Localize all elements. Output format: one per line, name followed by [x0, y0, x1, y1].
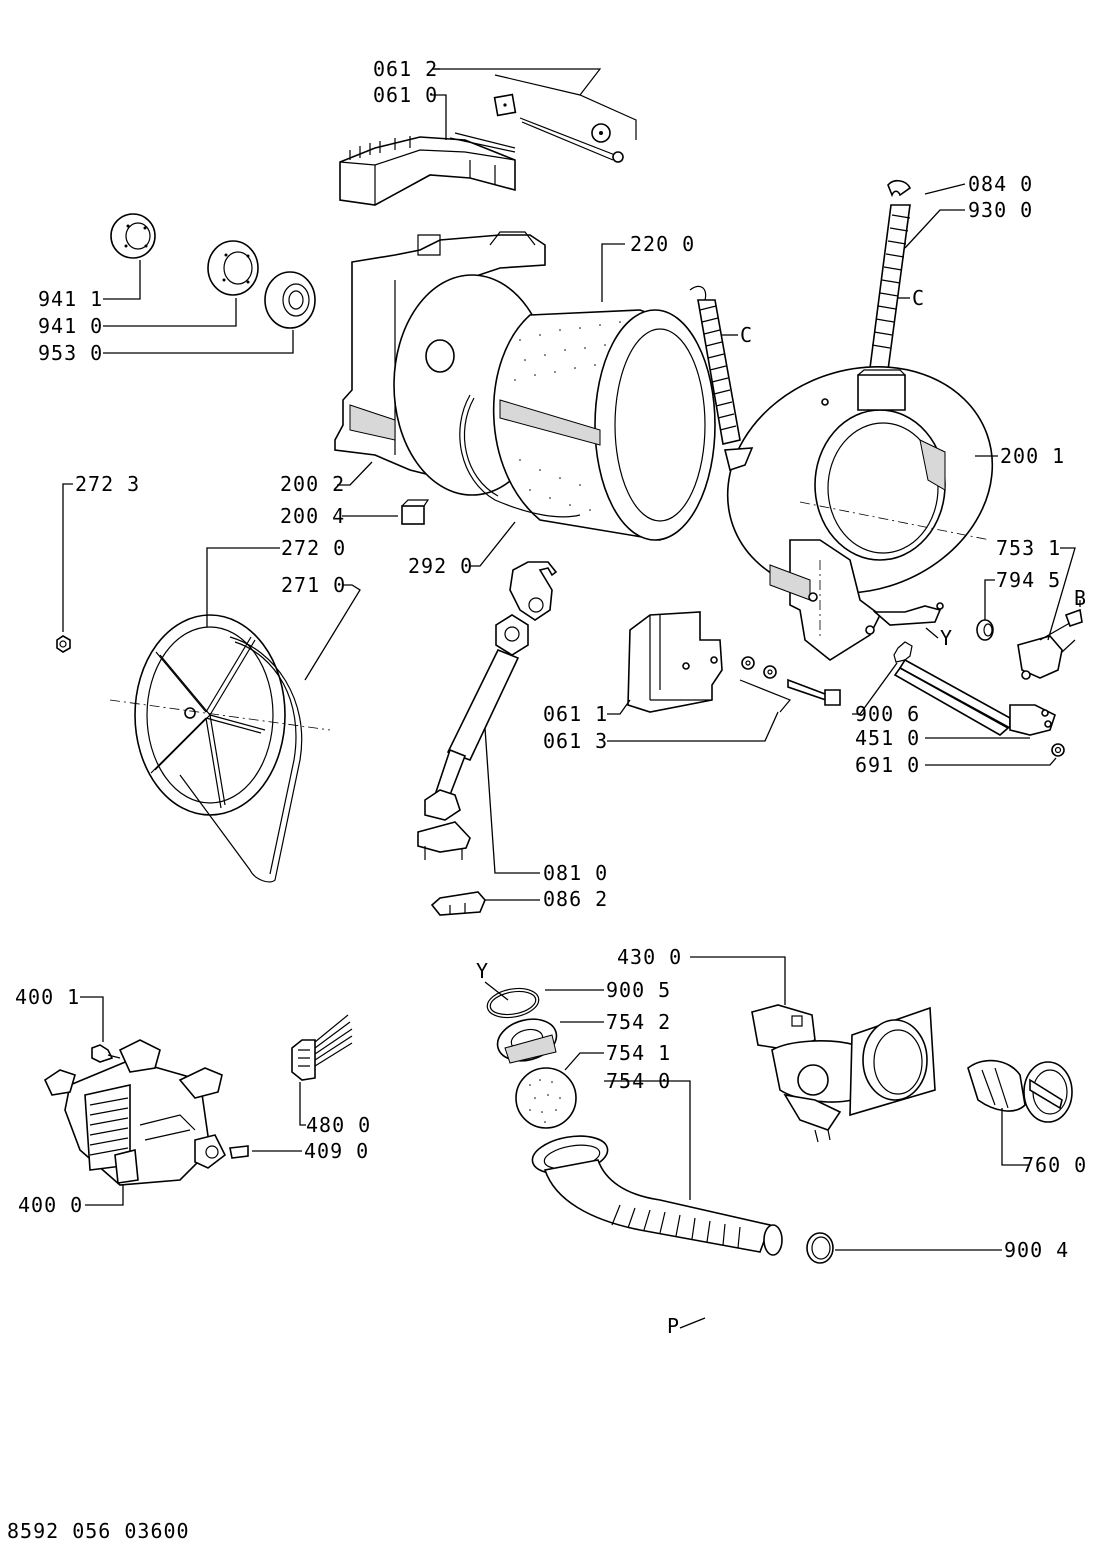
drum	[492, 309, 716, 541]
label-220-0: 220 0	[630, 232, 695, 256]
label-900-6: 900 6	[855, 702, 920, 726]
tub-clip	[342, 499, 430, 525]
label-451-0: 451 0	[855, 726, 920, 750]
label-061-3: 061 3	[543, 729, 608, 753]
label-200-1: 200 1	[1000, 444, 1065, 468]
label-272-0: 272 0	[281, 536, 346, 560]
sensor-794-5	[976, 579, 995, 641]
label-930-0: 930 0	[968, 198, 1033, 222]
pulley	[109, 614, 331, 816]
label-794-5: 794 5	[996, 568, 1061, 592]
filter-760-0	[967, 1059, 1073, 1166]
label-480-0: 480 0	[306, 1113, 371, 1137]
label-b: B	[1074, 586, 1087, 610]
spring-left	[689, 285, 741, 445]
label-900-5: 900 5	[606, 978, 671, 1002]
label-061-2: 061 2	[373, 57, 438, 81]
label-292-0: 292 0	[408, 554, 473, 578]
nut-691-0	[925, 743, 1065, 766]
label-953-0: 953 0	[38, 341, 103, 365]
front-tub	[723, 365, 994, 661]
label-941-0: 941 0	[38, 314, 103, 338]
label-754-1: 754 1	[606, 1041, 671, 1065]
band-clamp	[459, 394, 581, 518]
label-941-1: 941 1	[38, 287, 103, 311]
label-p: P	[667, 1314, 680, 1338]
label-081-0: 081 0	[543, 861, 608, 885]
bearing-group	[103, 213, 316, 354]
label-900-4: 900 4	[1004, 1238, 1069, 1262]
label-272-3: 272 3	[75, 472, 140, 496]
label-753-1: 753 1	[996, 536, 1061, 560]
label-400-0: 400 0	[18, 1193, 83, 1217]
spring-clip-900-6	[852, 641, 913, 715]
drain-pump-430-0	[690, 956, 936, 1143]
label-061-1: 061 1	[543, 702, 608, 726]
bellows-hose-754-0	[531, 1080, 783, 1256]
label-y-upper: Y	[940, 626, 953, 650]
spring-right	[869, 179, 912, 371]
label-200-2: 200 2	[280, 472, 345, 496]
label-754-0: 754 0	[606, 1069, 671, 1093]
label-200-4: 200 4	[280, 504, 345, 528]
wiring-connector	[291, 1014, 353, 1126]
counterweight-group	[339, 68, 637, 206]
pulley-nut	[56, 483, 73, 653]
label-400-1: 400 1	[15, 985, 80, 1009]
label-760-0: 760 0	[1022, 1153, 1087, 1177]
label-c-left: C	[740, 323, 753, 347]
label-084-0: 084 0	[968, 172, 1033, 196]
label-691-0: 691 0	[855, 753, 920, 777]
label-061-0: 061 0	[373, 83, 438, 107]
document-id: 8592 056 03600	[7, 1519, 190, 1543]
label-409-0: 409 0	[304, 1139, 369, 1163]
drive-belt	[179, 636, 303, 883]
hose-clamp-900-4	[806, 1232, 1002, 1264]
label-430-0: 430 0	[617, 945, 682, 969]
thermostat-753-1	[1017, 547, 1083, 680]
label-754-2: 754 2	[606, 1010, 671, 1034]
front-counterweight	[627, 611, 841, 713]
shock-absorber	[417, 561, 558, 916]
motor	[43, 1039, 249, 1186]
seal-ring-900-5	[486, 987, 604, 1019]
label-271-0: 271 0	[281, 573, 346, 597]
gasket-754-2	[496, 1018, 604, 1064]
heater-element	[893, 658, 1056, 739]
label-c-right: C	[912, 286, 925, 310]
label-086-2: 086 2	[543, 887, 608, 911]
label-y-lower: Y	[476, 959, 489, 983]
ball-754-1	[515, 1052, 604, 1129]
